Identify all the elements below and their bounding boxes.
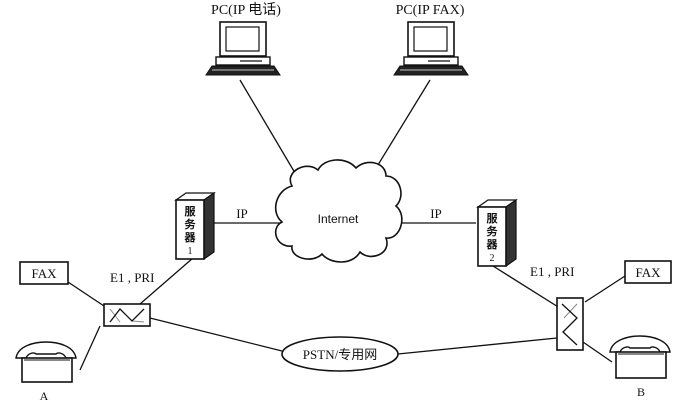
internet-label: Internet	[318, 212, 359, 226]
line-server2-switch-b	[492, 265, 564, 311]
server-2-char-1: 服	[487, 212, 499, 225]
fax-b: FAX	[624, 260, 672, 284]
pc-ip-phone-label: PC(IP 电话)	[211, 2, 281, 18]
pstn-label: PSTN/专用网	[303, 347, 377, 362]
internet-cloud: Internet	[274, 159, 403, 263]
switch-b	[556, 297, 584, 351]
fax-a-label: FAX	[31, 266, 57, 281]
phone-a-label: A	[40, 389, 49, 402]
phone-b-label: B	[637, 385, 645, 399]
line-switch-a-pstn	[149, 317, 283, 352]
link-right-label: E1 , PRI	[530, 264, 574, 279]
line-switch-b-phone-b	[582, 341, 613, 363]
link-left-label: E1 , PRI	[110, 270, 154, 285]
telephone-icon	[15, 341, 77, 383]
server-2-char-4: 2	[490, 253, 495, 264]
server-2-char-2: 务	[487, 224, 499, 238]
line-fax-a-switch-a	[67, 281, 105, 307]
line-switch-b-fax-b	[584, 275, 626, 303]
line-pstn-switch-b	[397, 337, 558, 355]
server-1-char-4: 1	[188, 246, 193, 257]
connection-lines	[67, 79, 626, 371]
switch-a	[103, 303, 151, 327]
server-1-char-2: 务	[185, 217, 197, 231]
pstn-network: PSTN/专用网	[281, 336, 399, 372]
fax-b-label: FAX	[635, 265, 661, 280]
line-phone-a-switch-a	[79, 325, 101, 371]
pc-ip-phone: PC(IP 电话)	[205, 2, 281, 76]
server-1: 服 务 器 1	[174, 191, 216, 261]
server-2-char-3: 器	[486, 238, 499, 251]
line-server1-switch-a	[139, 257, 194, 305]
phone-a: A	[15, 341, 77, 402]
crossconnect-icon	[561, 303, 578, 346]
phone-b: B	[609, 335, 671, 399]
server-1-char-1: 服	[185, 205, 197, 218]
computer-icon	[393, 21, 469, 76]
line-pc-phone-internet	[239, 79, 299, 179]
telephone-icon	[609, 335, 671, 379]
server-2: 服 务 器 2	[476, 198, 518, 268]
ip-right-label: IP	[430, 206, 442, 221]
line-pc-fax-internet	[369, 79, 431, 179]
ip-left-label: IP	[236, 206, 248, 221]
computer-icon	[205, 21, 281, 76]
pc-ip-fax: PC(IP FAX)	[393, 3, 469, 76]
server-1-char-3: 器	[184, 231, 197, 244]
fax-a: FAX	[19, 261, 69, 285]
pc-ip-fax-label: PC(IP FAX)	[396, 3, 465, 18]
